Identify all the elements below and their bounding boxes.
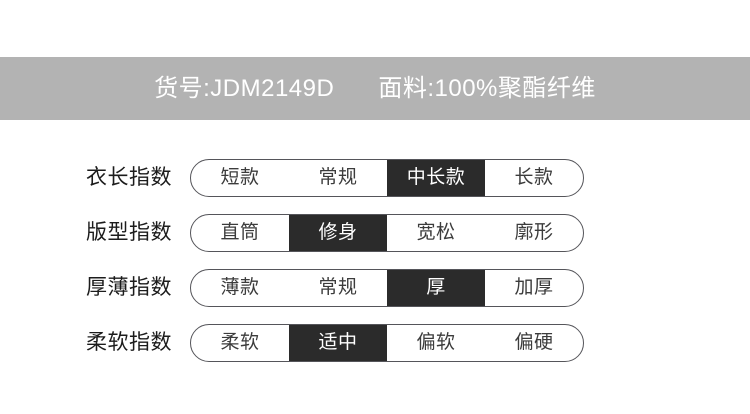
segmented-control-softness[interactable]: 柔软 适中 偏软 偏硬 [190,323,584,362]
segment-option[interactable]: 直筒 [220,222,260,243]
spec-row-label: 衣长指数 [86,166,172,189]
segment-option-selected[interactable]: 修身 [289,214,387,251]
spec-row-label: 柔软指数 [86,331,172,354]
spec-row-fit: 版型指数 直筒 修身 宽松 廓形 [0,205,750,260]
segmented-control-fit[interactable]: 直筒 修身 宽松 廓形 [190,213,584,252]
segmented-control-length[interactable]: 短款 常规 中长款 长款 [190,158,584,197]
spec-row-thickness: 厚薄指数 薄款 常规 厚 加厚 [0,260,750,315]
segment-option[interactable]: 柔软 [220,332,260,353]
segment-option[interactable]: 长款 [514,167,554,188]
spec-row-label: 版型指数 [86,221,172,244]
fabric-composition-text: 面料:100%聚酯纤维 [378,74,596,102]
spec-row-label: 厚薄指数 [86,276,172,299]
segment-option[interactable]: 廓形 [514,222,554,243]
segment-option[interactable]: 宽松 [416,222,456,243]
segment-option[interactable]: 加厚 [514,277,554,298]
spec-row-length: 衣长指数 短款 常规 中长款 长款 [0,150,750,205]
segment-option[interactable]: 薄款 [220,277,260,298]
segment-option[interactable]: 短款 [220,167,260,188]
segment-option-selected[interactable]: 中长款 [387,159,485,196]
spec-row-softness: 柔软指数 柔软 适中 偏软 偏硬 [0,315,750,370]
segment-option[interactable]: 常规 [318,167,358,188]
product-header-band: 货号:JDM2149D 面料:100%聚酯纤维 [0,57,750,120]
segment-option[interactable]: 常规 [318,277,358,298]
item-code-text: 货号:JDM2149D [154,74,335,102]
segmented-control-thickness[interactable]: 薄款 常规 厚 加厚 [190,268,584,307]
segment-option-selected[interactable]: 适中 [289,324,387,361]
header-text-group: 货号:JDM2149D 面料:100%聚酯纤维 [154,74,596,102]
segment-option[interactable]: 偏软 [416,332,456,353]
segment-option[interactable]: 偏硬 [514,332,554,353]
segment-option-selected[interactable]: 厚 [387,269,485,306]
spec-index-table: 衣长指数 短款 常规 中长款 长款 版型指数 直筒 修身 宽松 廓形 厚薄指数 … [0,150,750,370]
